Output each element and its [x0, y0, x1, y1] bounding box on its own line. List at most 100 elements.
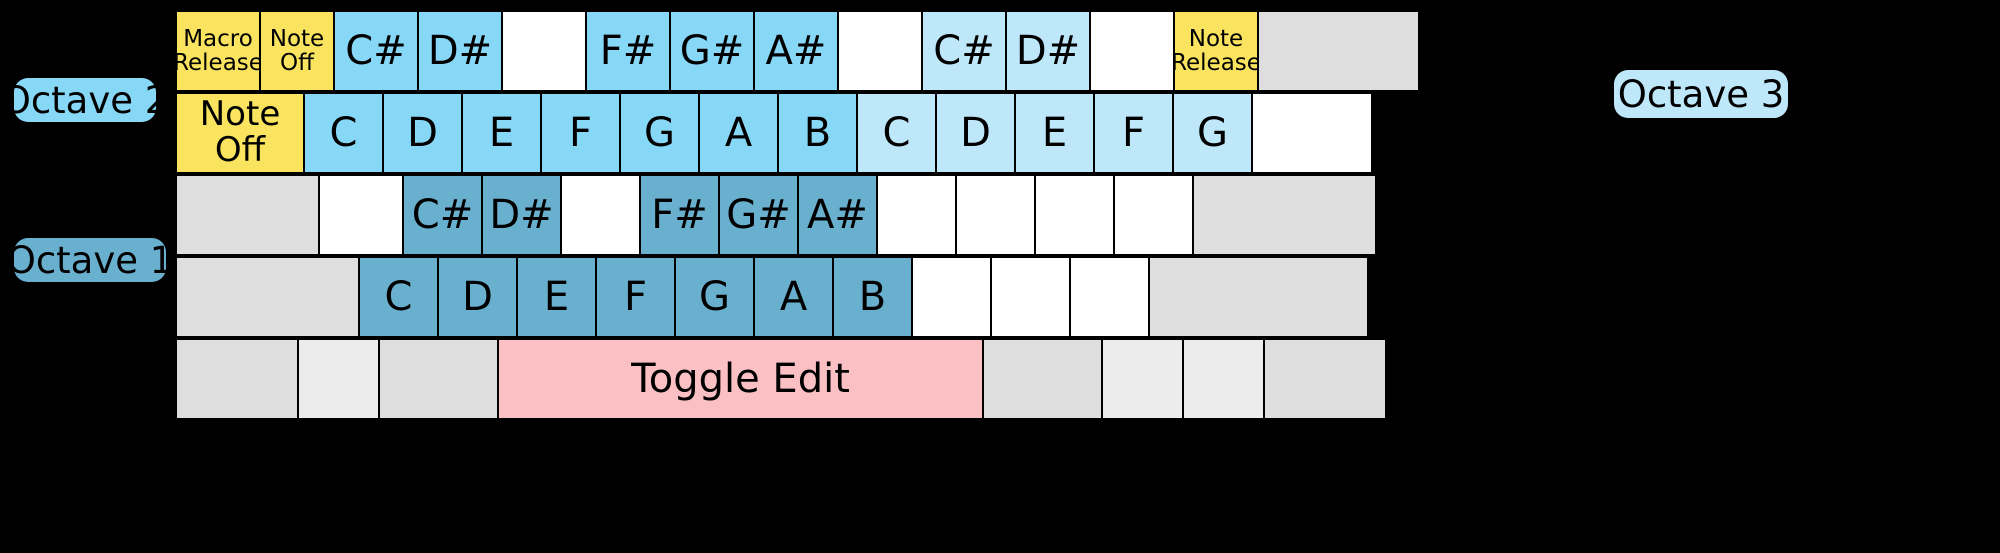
key-label — [878, 176, 955, 254]
key-label: G# — [679, 28, 745, 74]
key-empty-r3c8 — [911, 256, 992, 338]
key-g-r3c5[interactable]: G — [674, 256, 755, 338]
key-toggle-edit-r4c3[interactable]: Toggle Edit — [497, 338, 984, 420]
key-b-r3c7[interactable]: B — [832, 256, 913, 338]
octave-1-label: Octave 1 — [6, 238, 174, 282]
key-dsharp-r0c3[interactable]: D# — [417, 10, 503, 92]
key-label — [1150, 258, 1367, 336]
key-empty-r4c7 — [1263, 338, 1387, 420]
key-dsharp-r0c10[interactable]: D# — [1005, 10, 1091, 92]
key-label: A — [724, 110, 753, 156]
key-label: C — [882, 110, 911, 156]
key-gsharp-r0c6[interactable]: G# — [669, 10, 755, 92]
key-empty-r0c13 — [1257, 10, 1420, 92]
key-label — [839, 12, 921, 90]
key-fsharp-r2c5[interactable]: F# — [639, 174, 720, 256]
key-empty-r2c1 — [318, 174, 404, 256]
key-label: F# — [599, 28, 657, 74]
key-label: E — [1041, 110, 1068, 156]
key-empty-r1c13 — [1251, 92, 1373, 174]
key-label: C — [384, 274, 413, 320]
key-label: D# — [427, 28, 493, 74]
key-label: D# — [489, 192, 554, 238]
key-d-r3c2[interactable]: D — [437, 256, 518, 338]
key-label-line: Macro — [183, 25, 253, 52]
key-e-r3c3[interactable]: E — [516, 256, 597, 338]
key-a-r1c6[interactable]: A — [698, 92, 779, 174]
key-label-line: Off — [280, 50, 314, 76]
key-d-r1c9[interactable]: D — [935, 92, 1016, 174]
key-label — [1259, 12, 1418, 90]
key-label — [1115, 176, 1192, 254]
key-label: E — [488, 110, 515, 156]
key-e-r1c10[interactable]: E — [1014, 92, 1095, 174]
key-asharp-r0c7[interactable]: A# — [753, 10, 839, 92]
key-csharp-r0c2[interactable]: C# — [333, 10, 419, 92]
key-label: G — [644, 110, 675, 156]
key-empty-r2c4 — [560, 174, 641, 256]
key-f-r1c4[interactable]: F — [540, 92, 621, 174]
key-label: D# — [1015, 28, 1081, 74]
key-label — [1036, 176, 1113, 254]
key-empty-r3c0 — [175, 256, 360, 338]
key-label — [1091, 12, 1173, 90]
key-label: G — [1197, 110, 1228, 156]
octave-2-label: Octave 2 — [1, 78, 169, 122]
key-f-r1c11[interactable]: F — [1093, 92, 1174, 174]
key-label — [562, 176, 639, 254]
key-label: F# — [651, 192, 708, 238]
key-label: F — [568, 110, 592, 156]
key-empty-r3c9 — [990, 256, 1071, 338]
key-asharp-r2c7[interactable]: A# — [797, 174, 878, 256]
key-label: A# — [765, 28, 827, 74]
key-empty-r2c0 — [175, 174, 320, 256]
key-label — [957, 176, 1034, 254]
key-gsharp-r2c6[interactable]: G# — [718, 174, 799, 256]
key-empty-r0c4 — [501, 10, 587, 92]
key-label: C# — [411, 192, 474, 238]
key-label — [177, 176, 318, 254]
key-empty-r0c11 — [1089, 10, 1175, 92]
key-label: A — [779, 274, 808, 320]
key-label: Toggle Edit — [631, 356, 850, 402]
key-c-r1c8[interactable]: C — [856, 92, 937, 174]
key-b-r1c7[interactable]: B — [777, 92, 858, 174]
key-fsharp-r0c5[interactable]: F# — [585, 10, 671, 92]
key-label — [1071, 258, 1148, 336]
key-c-r3c1[interactable]: C — [358, 256, 439, 338]
key-e-r1c3[interactable]: E — [461, 92, 542, 174]
key-dsharp-r2c3[interactable]: D# — [481, 174, 562, 256]
key-label — [1194, 176, 1375, 254]
key-empty-r2c12 — [1192, 174, 1377, 256]
key-csharp-r2c2[interactable]: C# — [402, 174, 483, 256]
key-label: B — [858, 274, 887, 320]
key-label-line: Note — [1188, 25, 1244, 52]
key-empty-r4c0 — [175, 338, 299, 420]
key-csharp-r0c9[interactable]: C# — [921, 10, 1007, 92]
key-g-r1c5[interactable]: G — [619, 92, 700, 174]
key-f-r3c4[interactable]: F — [595, 256, 676, 338]
key-a-r3c6[interactable]: A — [753, 256, 834, 338]
key-label: D — [960, 110, 991, 156]
key-label — [992, 258, 1069, 336]
key-empty-r4c6 — [1182, 338, 1265, 420]
key-d-r1c2[interactable]: D — [382, 92, 463, 174]
key-label: A# — [807, 192, 868, 238]
key-g-r1c12[interactable]: G — [1172, 92, 1253, 174]
key-label: F — [623, 274, 647, 320]
key-c-r1c1[interactable]: C — [303, 92, 384, 174]
key-label — [177, 340, 297, 418]
keyboard-row-modifier: Toggle Edit — [175, 338, 1387, 420]
key-label: C — [329, 110, 358, 156]
key-label-line: Release — [175, 50, 261, 76]
key-label — [177, 258, 358, 336]
